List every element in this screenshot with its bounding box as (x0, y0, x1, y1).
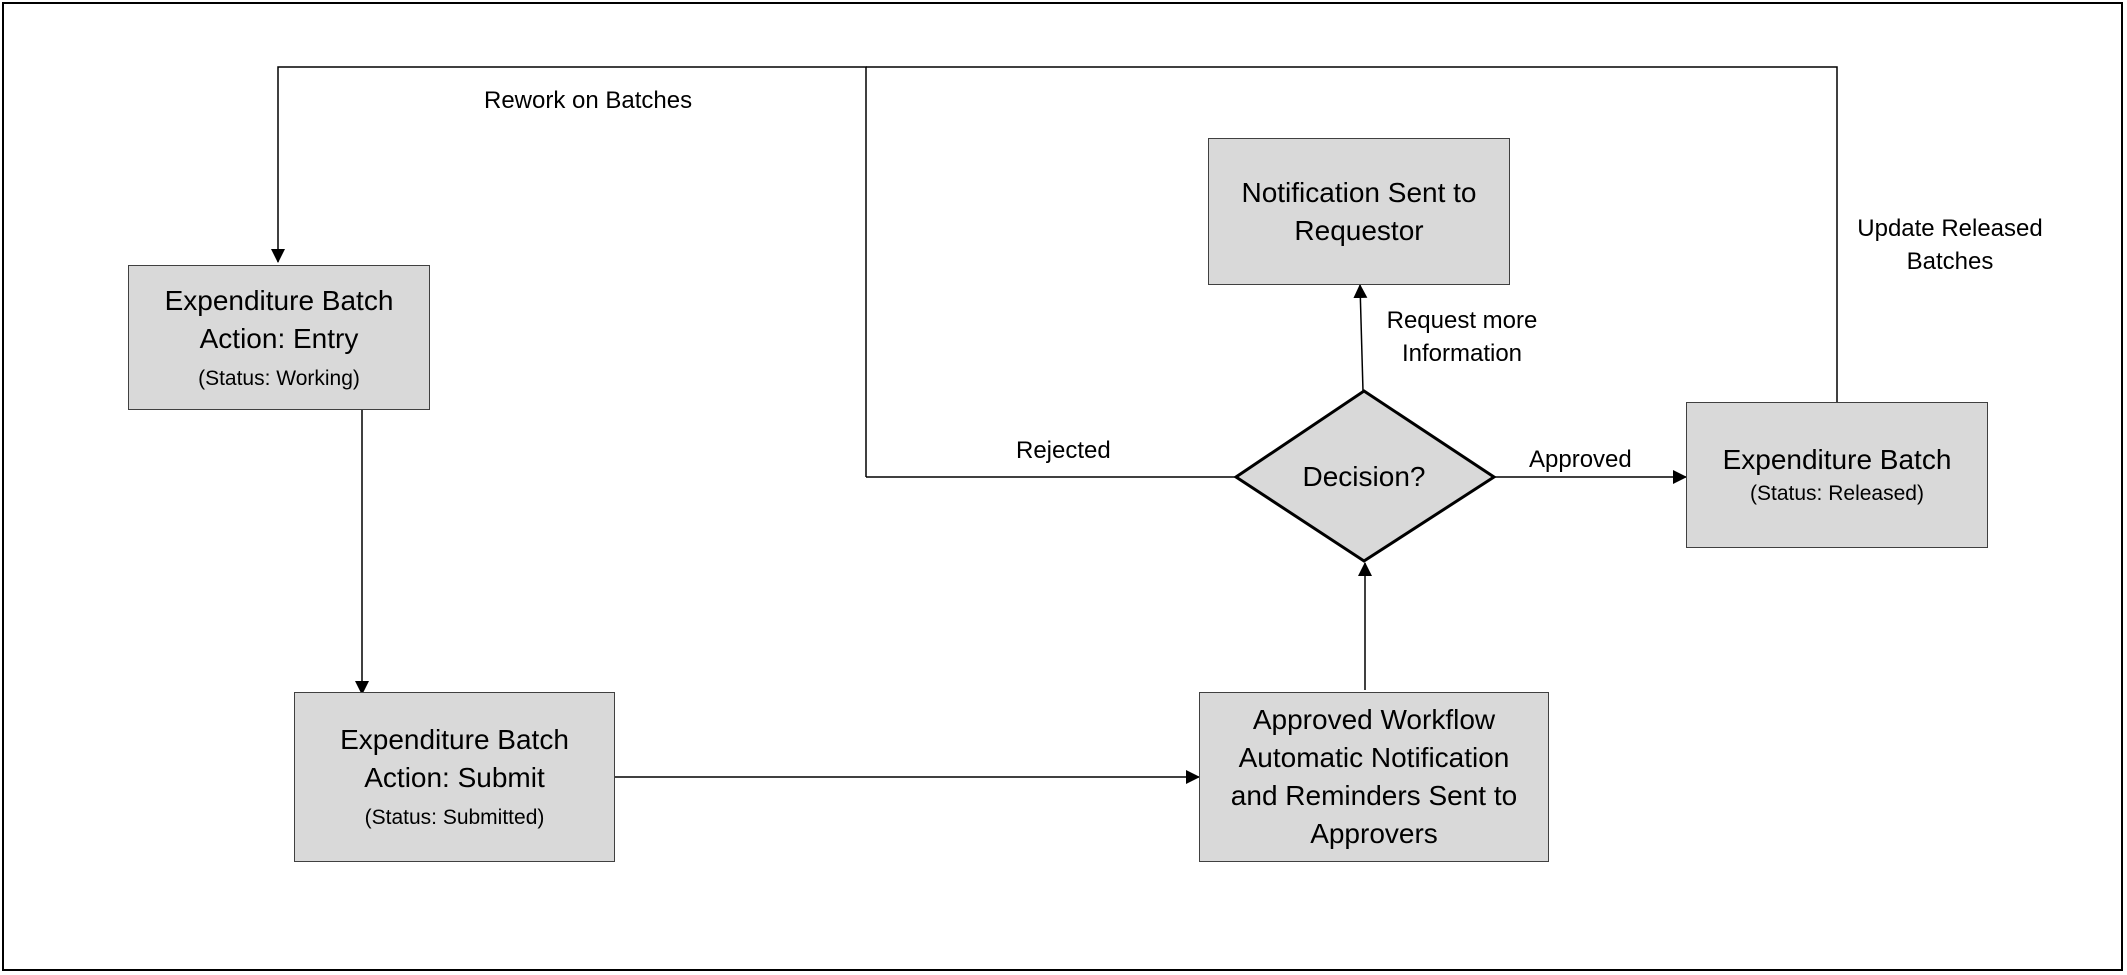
decision-label: Decision? (1302, 461, 1426, 492)
request-more-label-line1: Request more (1386, 307, 1538, 334)
released-box-title: Expenditure Batch (1722, 444, 1952, 475)
released-box: Expenditure Batch (Status: Released) (1686, 402, 1988, 548)
workflow-box-line1: Approved Workflow (1252, 704, 1496, 735)
entry-box-title-line1: Expenditure Batch (164, 284, 394, 316)
approved-label: Approved (1529, 446, 1632, 473)
notification-box: Notification Sent to Requestor (1208, 138, 1510, 285)
request-more-label-line2: Information (1401, 340, 1523, 367)
update-released-connector (866, 66, 1838, 402)
rejected-label: Rejected (1016, 437, 1111, 464)
workflow-box-line4: Approvers (1310, 818, 1438, 849)
workflow-box-line2: Automatic Notification (1238, 742, 1510, 773)
entry-box: Expenditure Batch Action: Entry (Status:… (128, 265, 430, 410)
notification-box-line2: Requestor (1294, 214, 1424, 246)
workflow-box-line3: and Reminders Sent to (1230, 780, 1518, 811)
entry-box-status: (Status: Working) (198, 366, 360, 390)
submit-box: Expenditure Batch Action: Submit (Status… (294, 692, 615, 862)
decision-diamond (1233, 389, 1497, 563)
submit-box-status: (Status: Submitted) (364, 806, 545, 829)
update-released-label: Update Released Batches (1850, 212, 2050, 278)
request-more-label: Request more Information (1372, 304, 1552, 370)
submit-box-title-line2: Action: Submit (364, 762, 545, 793)
update-released-label-line1: Update Released (1857, 215, 2043, 242)
submit-box-title-line1: Expenditure Batch (340, 724, 569, 755)
workflow-box: Approved Workflow Automatic Notification… (1199, 692, 1549, 862)
rework-label: Rework on Batches (484, 87, 693, 114)
update-released-label-line2: Batches (1906, 248, 1994, 275)
rework-connector (271, 66, 867, 477)
decision-to-notification-connector (1353, 284, 1368, 392)
notification-box-line1: Notification Sent to (1241, 176, 1477, 208)
released-box-status: (Status: Released) (1750, 482, 1924, 505)
entry-box-title-line2: Action: Entry (199, 322, 359, 354)
